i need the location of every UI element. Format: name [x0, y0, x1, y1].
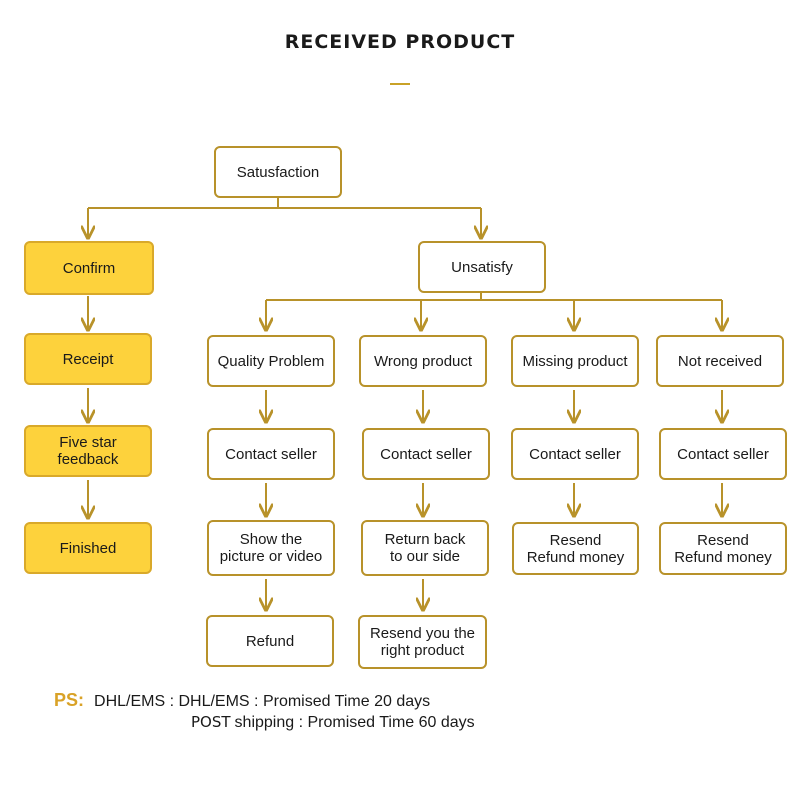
node-resend-refund-missing: Resend Refund money [512, 522, 639, 575]
node-not-received: Not received [656, 335, 784, 387]
ps-line-1: DHL/EMS : DHL/EMS : Promised Time 20 day… [94, 693, 431, 710]
node-satisfaction: Satusfaction [214, 146, 342, 198]
node-resend-refund-notreceived: Resend Refund money [659, 522, 787, 575]
node-refund: Refund [206, 615, 334, 667]
ps-post-label: POST [191, 713, 231, 731]
node-resend-right-product: Resend you the right product [358, 615, 487, 669]
node-contact-seller-wrong: Contact seller [362, 428, 490, 480]
node-return-back: Return back to our side [361, 520, 489, 576]
page-title: RECEIVED PRODUCT [284, 31, 516, 53]
node-wrong-product: Wrong product [359, 335, 487, 387]
ps-line-2: shipping : Promised Time 60 days [234, 714, 475, 731]
node-receipt: Receipt [24, 333, 152, 385]
title-underline [390, 83, 410, 85]
node-contact-seller-missing: Contact seller [511, 428, 639, 480]
node-five-star-feedback: Five star feedback [24, 425, 152, 477]
ps-note: PS: DHL/EMS : DHL/EMS : Promised Time 20 … [54, 690, 430, 711]
node-quality-problem: Quality Problem [207, 335, 335, 387]
ps-label: PS: [54, 690, 85, 710]
node-show-picture: Show the picture or video [207, 520, 335, 576]
node-confirm: Confirm [24, 241, 154, 295]
node-unsatisfy: Unsatisfy [418, 241, 546, 293]
node-finished: Finished [24, 522, 152, 574]
node-missing-product: Missing product [511, 335, 639, 387]
node-contact-seller-notreceived: Contact seller [659, 428, 787, 480]
node-contact-seller-quality: Contact seller [207, 428, 335, 480]
